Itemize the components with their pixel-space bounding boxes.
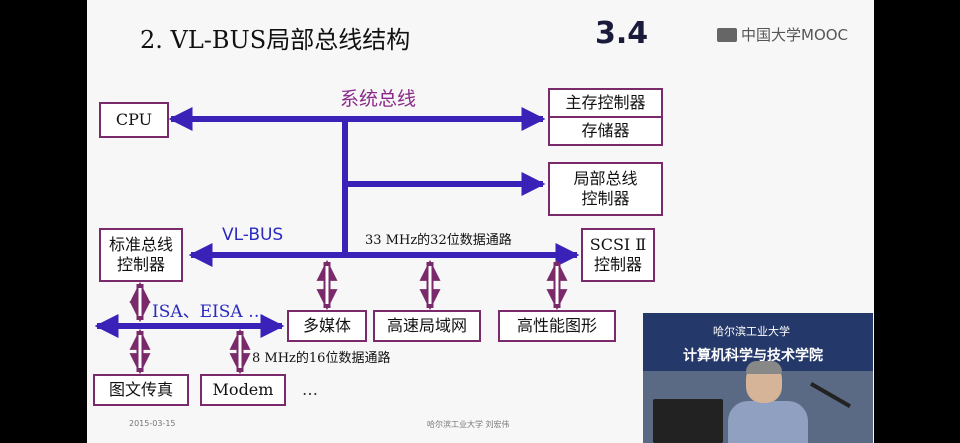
bus-diagram	[94, 107, 580, 375]
slide-title: 2. VL-BUS局部总线结构	[140, 26, 411, 54]
book-icon	[717, 27, 737, 42]
modem-box: Modem	[200, 374, 286, 406]
memory-label: 存储器	[581, 121, 630, 140]
modem-label: Modem	[212, 380, 274, 399]
banner-school: 计算机科学与技术学院	[683, 348, 823, 364]
vl-bus-spec: 33 MHz的32位数据通路	[365, 233, 512, 248]
graphics-label: 高性能图形	[516, 316, 597, 335]
local-bus-controller-line1: 局部总线	[573, 169, 638, 188]
footer-date: 2015-03-15	[129, 419, 176, 428]
scsi-controller-line2: 控制器	[593, 255, 642, 274]
std-bus-controller-line1: 标准总线	[108, 235, 173, 254]
local-bus-controller-box: 局部总线 控制器	[548, 162, 663, 216]
system-bus-label: 系统总线	[340, 88, 417, 110]
fax-box: 图文传真	[93, 374, 189, 406]
microphone-icon	[810, 382, 851, 408]
vl-bus-label: VL-BUS	[222, 225, 284, 245]
isa-bus-spec: 8 MHz的16位数据通路	[252, 351, 391, 366]
main-memory-controller-box: 主存控制器	[548, 88, 663, 118]
banner-university: 哈尔滨工业大学	[713, 325, 790, 338]
graphics-box: 高性能图形	[498, 310, 616, 342]
scsi-controller-line1: SCSI Ⅱ	[589, 235, 647, 254]
main-memory-controller-label: 主存控制器	[565, 93, 646, 112]
isa-eisa-label: ISA、EISA …	[152, 302, 266, 322]
lan-box: 高速局域网	[373, 310, 481, 342]
fax-label: 图文传真	[108, 380, 173, 399]
multimedia-box: 多媒体	[287, 310, 367, 342]
presenter-video: 哈尔滨工业大学 计算机科学与技术学院	[643, 313, 873, 443]
footer-author: 哈尔滨工业大学 刘宏伟	[427, 420, 510, 429]
memory-box: 存储器	[548, 116, 663, 146]
presenter	[728, 361, 808, 443]
slide: 2. VL-BUS局部总线结构 3.4 中国大学MOOC	[87, 0, 874, 443]
std-bus-controller-box: 标准总线 控制器	[99, 228, 183, 282]
cpu-label: CPU	[115, 110, 153, 129]
mooc-brand: 中国大学MOOC	[717, 24, 848, 45]
local-bus-controller-line2: 控制器	[581, 189, 630, 208]
laptop-icon	[653, 399, 723, 443]
cpu-box: CPU	[99, 102, 169, 138]
scsi-controller-box: SCSI Ⅱ 控制器	[581, 228, 655, 282]
section-number: 3.4	[595, 16, 649, 51]
multimedia-label: 多媒体	[302, 316, 351, 335]
lan-label: 高速局域网	[386, 316, 467, 335]
std-bus-controller-line2: 控制器	[116, 255, 165, 274]
more-ellipsis: …	[302, 380, 318, 399]
brand-text: 中国大学MOOC	[741, 26, 849, 44]
